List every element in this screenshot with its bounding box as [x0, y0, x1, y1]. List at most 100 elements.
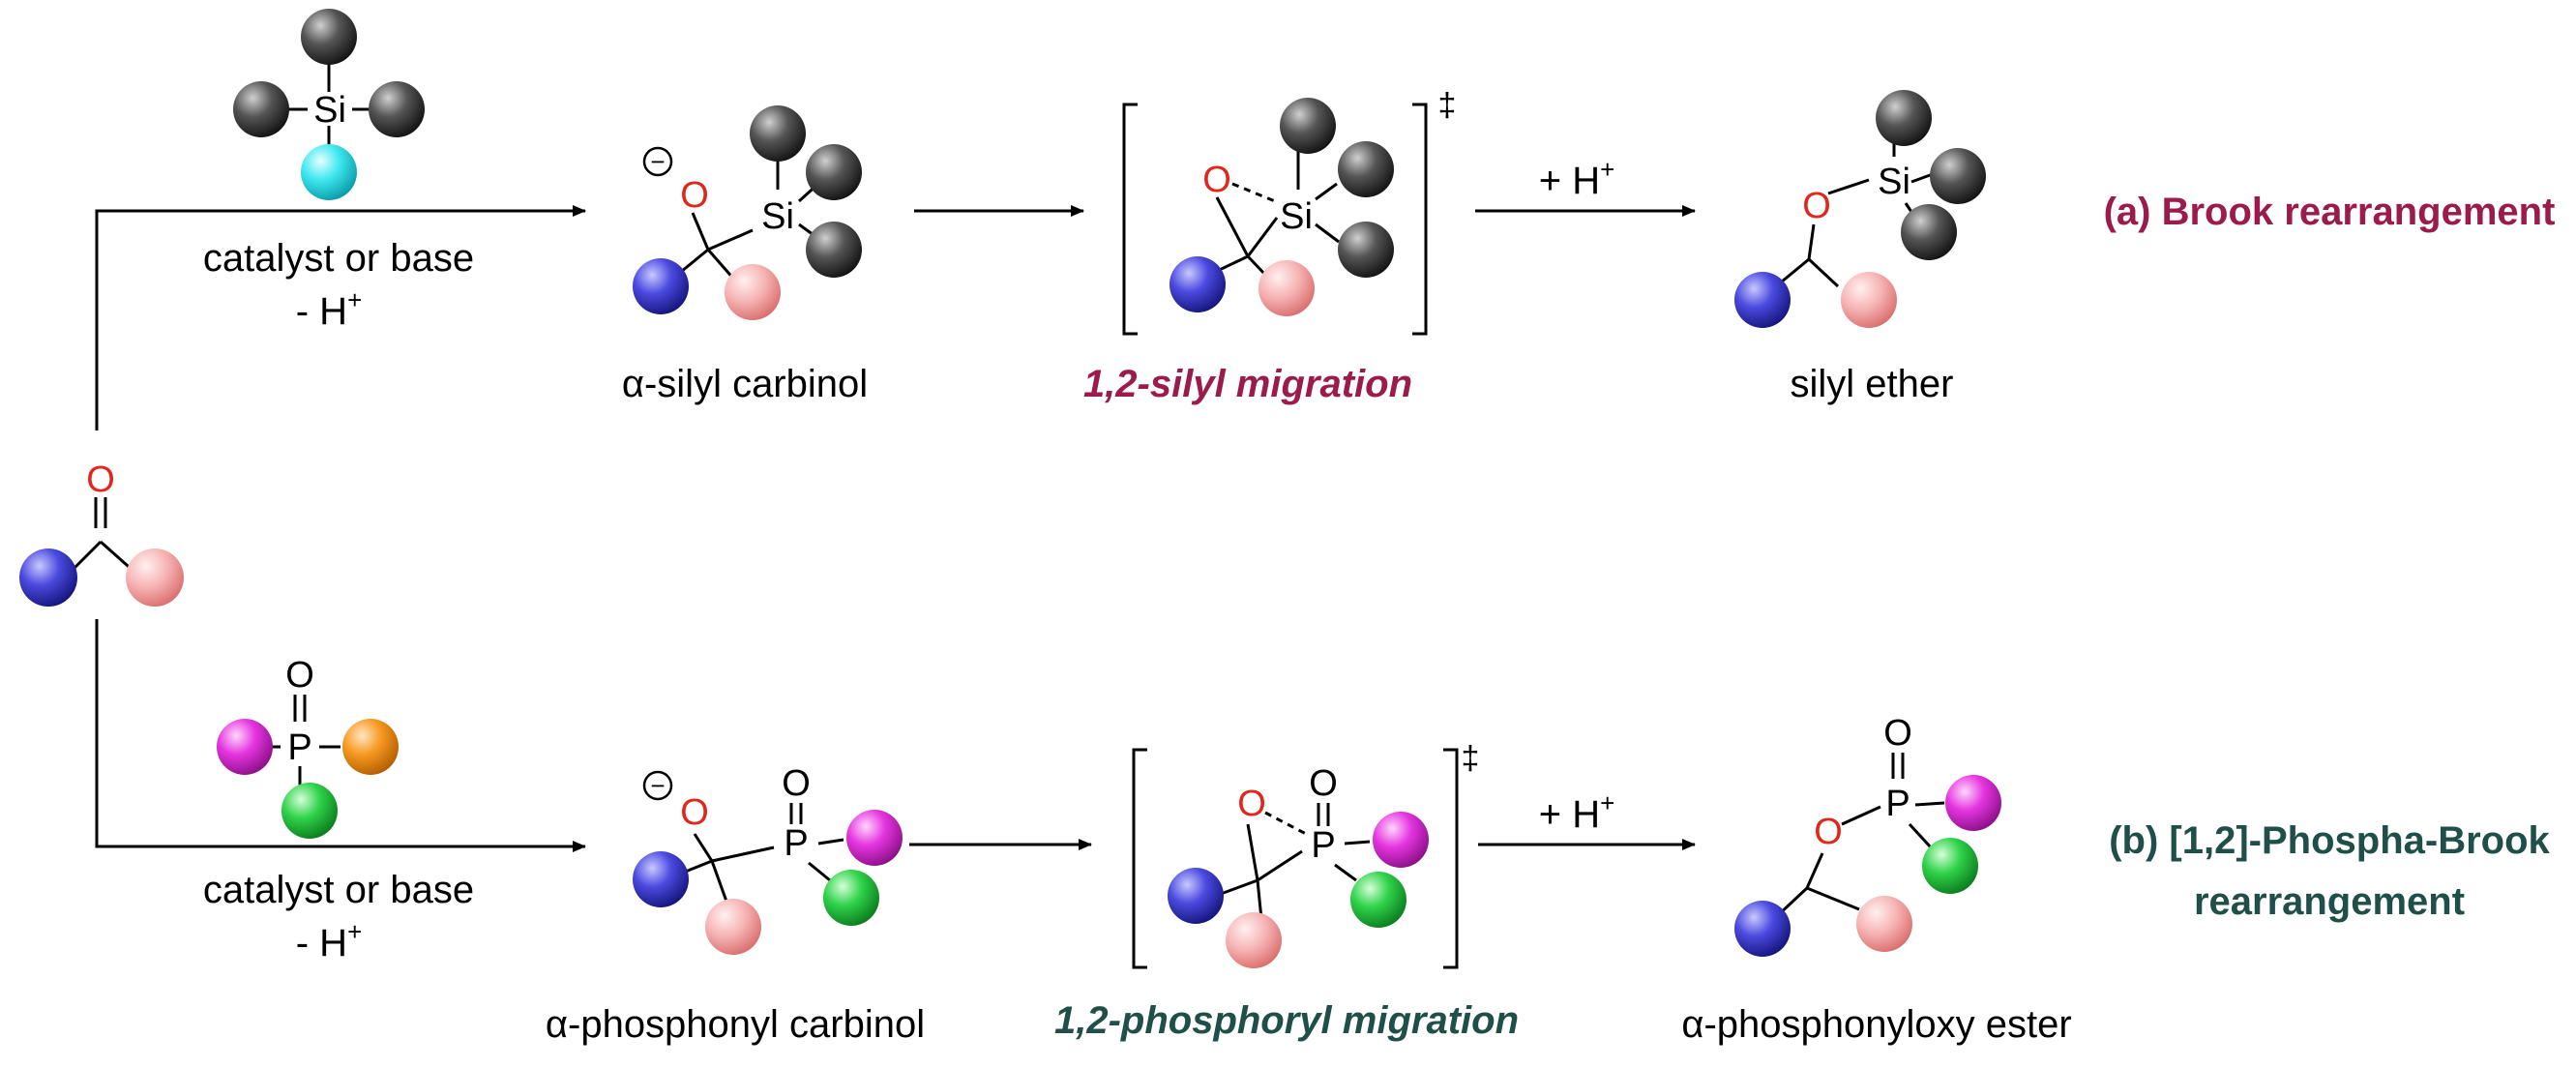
- plus-h-text: + H: [1539, 793, 1600, 836]
- silane-reagent: Si: [233, 9, 425, 200]
- bond: [1344, 840, 1371, 846]
- magenta-group-ball: [217, 719, 273, 775]
- brook-rearrangement-title: (a) Brook rearrangement: [2104, 191, 2556, 233]
- plus-h-text: + H: [1539, 160, 1600, 202]
- minus-h: - H: [296, 922, 347, 964]
- left-bracket: [1122, 103, 1138, 336]
- silyl-substituent-ball: [233, 81, 289, 137]
- phosphorus-atom: P: [1311, 825, 1335, 866]
- pink-group-ball: [1856, 896, 1912, 952]
- silyl-substituent-ball: [806, 144, 862, 200]
- dagger-symbol: ‡: [1438, 87, 1457, 124]
- alpha-phosphonyloxy-ester-structure: O P O: [1734, 713, 2001, 957]
- magenta-group-ball: [846, 810, 903, 866]
- bond: [1807, 223, 1816, 260]
- minus-sign: −: [650, 771, 665, 800]
- silyl-substituent-ball: [1901, 204, 1957, 260]
- bond: [1914, 801, 1945, 807]
- blue-group-ball: [633, 851, 689, 907]
- partial-bond: [1231, 182, 1276, 203]
- silyl-ether-structure: O Si: [1734, 90, 1986, 328]
- pink-group-ball: [705, 899, 761, 955]
- silyl-ether-label: silyl ether: [1791, 363, 1954, 405]
- blue-group-ball: [1734, 901, 1791, 957]
- silyl-substituent-ball: [1338, 222, 1394, 278]
- top-branch-arrow: [95, 205, 586, 430]
- silicon-atom: Si: [761, 196, 794, 237]
- alpha-phosphonyl-carbinol-structure: − O P O: [633, 763, 903, 955]
- alpha-phosphonyloxy-ester-label: α-phosphonyloxy ester: [1681, 1003, 2071, 1046]
- blue-group-ball: [19, 549, 77, 607]
- bond: [1315, 222, 1340, 244]
- pink-group-ball: [1841, 272, 1897, 328]
- alpha-silyl-carbinol-label: α-silyl carbinol: [622, 363, 868, 405]
- oxygen-atom: O: [285, 655, 314, 696]
- branch-lines: [95, 205, 586, 852]
- silyl-substituent-ball: [301, 9, 357, 65]
- bond: [1257, 849, 1303, 882]
- plus-superscript: +: [347, 285, 362, 314]
- anion-charge: [642, 146, 673, 177]
- silicon-atom: Si: [1878, 162, 1910, 202]
- plus-h-top: + H+: [1539, 155, 1615, 202]
- bond: [817, 838, 844, 846]
- oxygen-atom: O: [86, 460, 115, 500]
- ketone-substrate: O: [19, 460, 184, 607]
- bond: [1334, 863, 1357, 882]
- oxygen-atom: O: [1814, 812, 1843, 852]
- silyl-substituent-ball: [1930, 148, 1986, 204]
- pink-group-ball: [1226, 912, 1282, 968]
- phosphorus-atom: P: [1885, 784, 1910, 824]
- silicon-atom: Si: [313, 90, 346, 131]
- reagent-sub-top: - H+: [296, 285, 363, 333]
- silyl-substituent-ball: [1876, 90, 1932, 146]
- oxygen-atom: O: [1237, 784, 1266, 824]
- phosphorus-reagent: O P: [217, 655, 399, 839]
- silyl-substituent-ball: [1338, 141, 1394, 197]
- cyan-group-ball: [301, 144, 357, 200]
- partial-bond: [1264, 811, 1307, 836]
- blue-group-ball: [633, 258, 689, 314]
- bond: [808, 861, 831, 882]
- plus-superscript: +: [347, 917, 362, 946]
- bond: [1806, 886, 1860, 911]
- plus-superscript: +: [1600, 788, 1614, 817]
- right-bracket: [1443, 748, 1459, 969]
- silyl-substituent-ball: [750, 105, 806, 162]
- blue-group-ball: [1170, 256, 1226, 312]
- bond: [1215, 196, 1250, 257]
- phospha-brook-title-line1: (b) [1,2]-Phospha-Brook: [2109, 819, 2550, 862]
- silicon-atom: Si: [1280, 196, 1313, 237]
- reagent-label-bottom: catalyst or base: [203, 869, 474, 911]
- minus-h: - H: [296, 290, 347, 333]
- bond: [1841, 805, 1881, 826]
- magenta-group-ball: [1945, 775, 2001, 831]
- phosphorus-atom: P: [287, 727, 311, 768]
- bond: [1246, 823, 1259, 881]
- oxygen-atom: O: [1883, 713, 1912, 754]
- plus-h-bottom: + H+: [1539, 788, 1615, 836]
- bond: [1908, 822, 1933, 849]
- alpha-phosphonyl-carbinol-label: α-phosphonyl carbinol: [546, 1003, 925, 1046]
- oxygen-atom: O: [1309, 763, 1338, 804]
- oxygen-atom: O: [1202, 160, 1231, 200]
- dagger-symbol: ‡: [1462, 740, 1480, 777]
- green-group-ball: [281, 783, 338, 839]
- bottom-branch-arrow: [95, 619, 586, 852]
- bond: [1246, 217, 1279, 257]
- bond: [1220, 878, 1258, 896]
- pink-group-ball: [1258, 260, 1315, 316]
- phospha-brook-title-line2: rearrangement: [2194, 880, 2465, 923]
- bond: [691, 212, 710, 251]
- plus-superscript: +: [1600, 155, 1614, 184]
- silyl-substituent-ball: [369, 81, 425, 137]
- bond: [1256, 879, 1263, 920]
- silyl-substituent-ball: [1280, 98, 1336, 154]
- silyl-transition-state: ‡ O Si: [1122, 87, 1457, 336]
- oxygen-atom: O: [782, 763, 811, 804]
- oxygen-atom: O: [1802, 186, 1831, 226]
- orange-group-ball: [342, 719, 399, 775]
- bond: [693, 833, 714, 862]
- bond: [711, 846, 775, 863]
- bond: [1910, 172, 1934, 184]
